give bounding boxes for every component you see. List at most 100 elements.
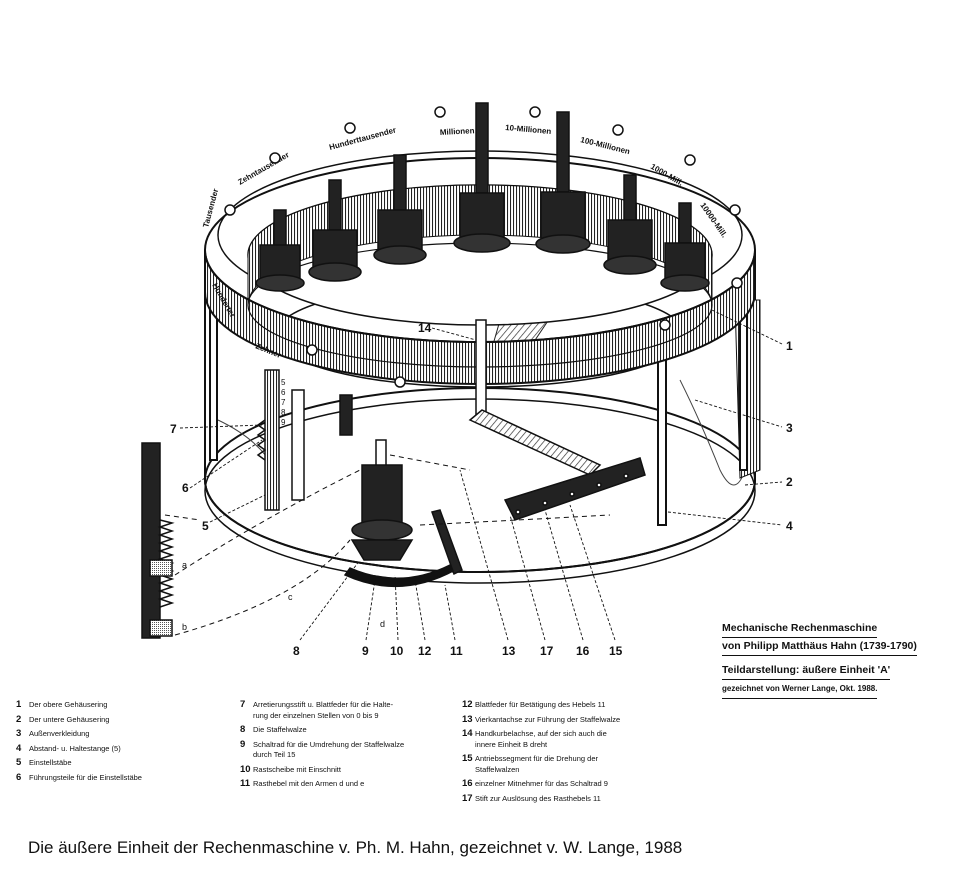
callout-10: 10 <box>390 644 404 658</box>
legend-number: 4 <box>16 742 22 754</box>
callout-12: 12 <box>418 644 432 658</box>
legend-text: Vierkantachse zur Führung der Staffelwal… <box>475 714 621 724</box>
front-stepped-drum-unit <box>343 439 463 588</box>
svg-text:5: 5 <box>281 378 286 387</box>
legend-text: Außenverkleidung <box>29 729 90 738</box>
legend-number: 10 <box>240 763 251 775</box>
legend-text: Rastscheibe mit Einschnitt <box>253 764 341 774</box>
callout-7: 7 <box>170 422 177 436</box>
legend-number: 12 <box>462 699 473 710</box>
legend-number: 11 <box>240 778 251 789</box>
legend-column-2: 7 Arretierungsstift u. Blattfeder für die… <box>240 699 455 794</box>
machine-drawing: Zehner Hunderter Tausender Zehntausender… <box>141 102 793 658</box>
callout-17: 17 <box>540 644 554 658</box>
drive-segment <box>468 409 646 521</box>
legend-text: Stift zur Auslösung des Rasthebels 11 <box>475 793 601 803</box>
legend-text: Abstand- u. Haltestange (5) <box>29 743 121 753</box>
legend-number: 3 <box>16 728 22 739</box>
title-line-3: Teildarstellung: äußere Einheit 'A' <box>722 662 891 680</box>
callout-2: 2 <box>786 475 793 489</box>
ring-label-10-millionen: 10-Millionen <box>505 123 552 136</box>
upper-housing-ring <box>204 150 756 385</box>
callout-8: 8 <box>293 644 300 658</box>
legend-item: 8 Die Staffelwalze <box>240 724 455 736</box>
ring-label-millionen: Millionen <box>440 126 475 137</box>
legend-text: Schaltrad für die Umdrehung der Staffelw… <box>253 739 405 760</box>
letter-b: b <box>182 622 187 632</box>
svg-text:8: 8 <box>281 408 286 417</box>
callout-13: 13 <box>502 644 516 658</box>
legend-number: 6 <box>16 771 22 783</box>
callout-15: 15 <box>609 644 623 658</box>
legend-text: Einstellstäbe <box>29 758 72 767</box>
small-letters: a b c d <box>182 560 385 632</box>
legend-text: Blattfeder für Betätigung des Hebels 11 <box>475 700 606 709</box>
legend-number: 16 <box>462 778 473 789</box>
letter-c: c <box>288 592 293 602</box>
legend-item: 6 Führungsteile für die Einstellstäbe <box>16 771 231 784</box>
figure-caption: Die äußere Einheit der Rechenmaschine v.… <box>28 838 683 857</box>
ring-label-zehntausender: Zehntausender <box>237 150 291 186</box>
legend-number: 8 <box>240 724 246 735</box>
legend-item: 4 Abstand- u. Haltestange (5) <box>16 742 231 755</box>
legend-number: 17 <box>462 792 473 804</box>
callout-4: 4 <box>786 519 793 533</box>
title-line-2: von Philipp Matthäus Hahn (1739-1790) <box>722 638 917 656</box>
rim-pins <box>224 106 743 388</box>
legend-column-1: 1 Der obere Gehäusering 2 Der untere Gehäus… <box>16 699 231 787</box>
letter-d: d <box>380 619 385 629</box>
legend-item: 3 Außenverkleidung <box>16 728 231 740</box>
legend-text: einzelner Mitnehmer für das Schaltrad 9 <box>475 779 608 788</box>
callout-1: 1 <box>786 339 793 353</box>
legend-text: Führungsteile für die Einstellstäbe <box>29 772 142 782</box>
legend-item: 7 Arretierungsstift u. Blattfeder für die… <box>240 699 455 721</box>
legend-text: Rasthebel mit den Armen d und e <box>253 779 365 788</box>
stepped-drums <box>255 102 710 292</box>
legend-item: 1 Der obere Gehäusering <box>16 699 231 711</box>
legend-text: Der untere Gehäusering <box>29 714 110 724</box>
title-line-4: gezeichnet von Werner Lange, Okt. 1988. <box>722 681 878 699</box>
hidden-lines <box>164 454 611 636</box>
callout-9: 9 <box>362 644 369 658</box>
legend-number: 13 <box>462 713 473 725</box>
callout-numbers: 1 2 3 4 5 6 7 8 9 10 11 12 13 14 15 16 1… <box>170 321 793 658</box>
crank-axle <box>475 319 487 421</box>
drawing-title-block: Mechanische Rechenmaschine von Philipp M… <box>722 620 952 699</box>
legend-text: Antriebssegment für die Drehung der Staf… <box>475 754 598 774</box>
callout-6: 6 <box>182 481 189 495</box>
svg-text:7: 7 <box>281 398 286 407</box>
letter-a: a <box>182 560 187 570</box>
leader-lines <box>179 309 783 641</box>
legend-number: 1 <box>16 699 22 710</box>
ring-label-100-millionen: 100-Millionen <box>580 135 631 156</box>
legend-text: Die Staffelwalze <box>253 725 307 734</box>
legend-text: Handkurbelachse, auf der sich auch die i… <box>475 729 607 749</box>
callout-5: 5 <box>202 519 209 533</box>
legend-number: 15 <box>462 753 473 764</box>
legend-number: 2 <box>16 713 22 725</box>
callout-11: 11 <box>450 644 463 658</box>
legend-item: 2 Der untere Gehäusering <box>16 713 231 726</box>
svg-text:9: 9 <box>281 418 286 427</box>
legend-number: 14 <box>462 728 473 739</box>
legend-number: 7 <box>240 699 246 710</box>
callout-14: 14 <box>418 321 432 335</box>
legend-text: Arretierungsstift u. Blattfeder für die … <box>253 700 394 720</box>
svg-text:6: 6 <box>281 388 286 397</box>
title-line-1: Mechanische Rechenmaschine <box>722 620 878 638</box>
setting-bars: 5 6 7 8 9 <box>256 369 353 511</box>
callout-3: 3 <box>786 421 793 435</box>
ring-label-hunderttausender: Hunderttausender <box>328 125 397 152</box>
legend-text: Der obere Gehäusering <box>29 700 108 709</box>
